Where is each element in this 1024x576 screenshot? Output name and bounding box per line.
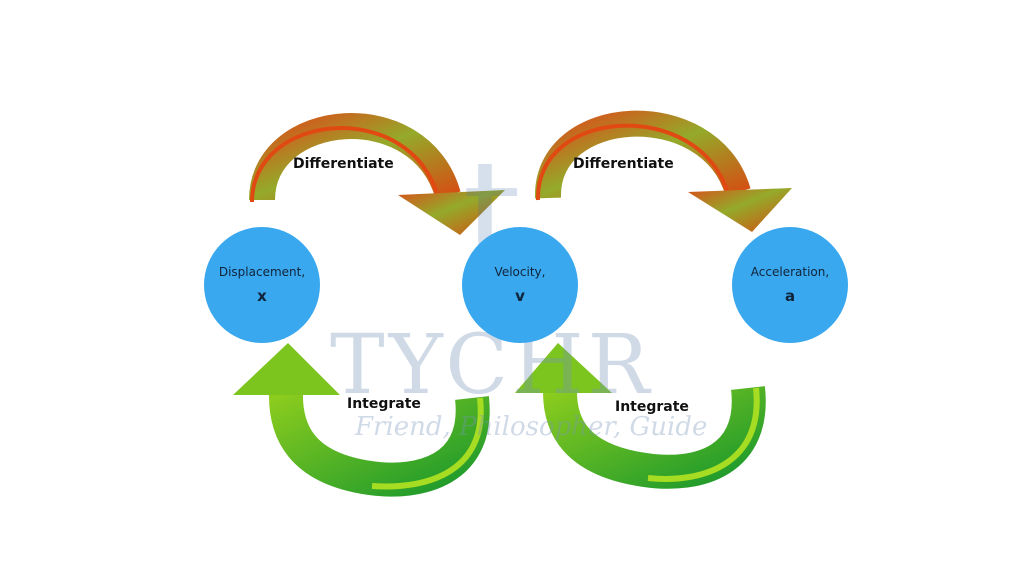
node-symbol: v xyxy=(515,287,525,305)
node-velocity: Velocity, v xyxy=(462,227,578,343)
node-label: Acceleration, xyxy=(750,265,830,279)
differentiate-label-1: Differentiate xyxy=(293,156,394,172)
differentiate-label-2: Differentiate xyxy=(573,156,674,172)
differentiate-arrow-2 xyxy=(534,110,792,232)
node-acceleration: Acceleration, a xyxy=(732,227,848,343)
integrate-arrow-2 xyxy=(515,343,766,489)
integrate-label-1: Integrate xyxy=(347,396,421,412)
node-displacement: Displacement, x xyxy=(204,227,320,343)
integrate-arrow-1 xyxy=(233,343,490,497)
differentiate-arrow-1 xyxy=(249,113,505,235)
node-label: Velocity, xyxy=(494,265,546,279)
integrate-label-2: Integrate xyxy=(615,399,689,415)
node-symbol: x xyxy=(257,287,267,305)
watermark-tagline: Friend, Philosopher, Guide xyxy=(355,412,708,442)
node-label: Displacement, xyxy=(218,265,306,279)
node-symbol: a xyxy=(784,287,796,305)
